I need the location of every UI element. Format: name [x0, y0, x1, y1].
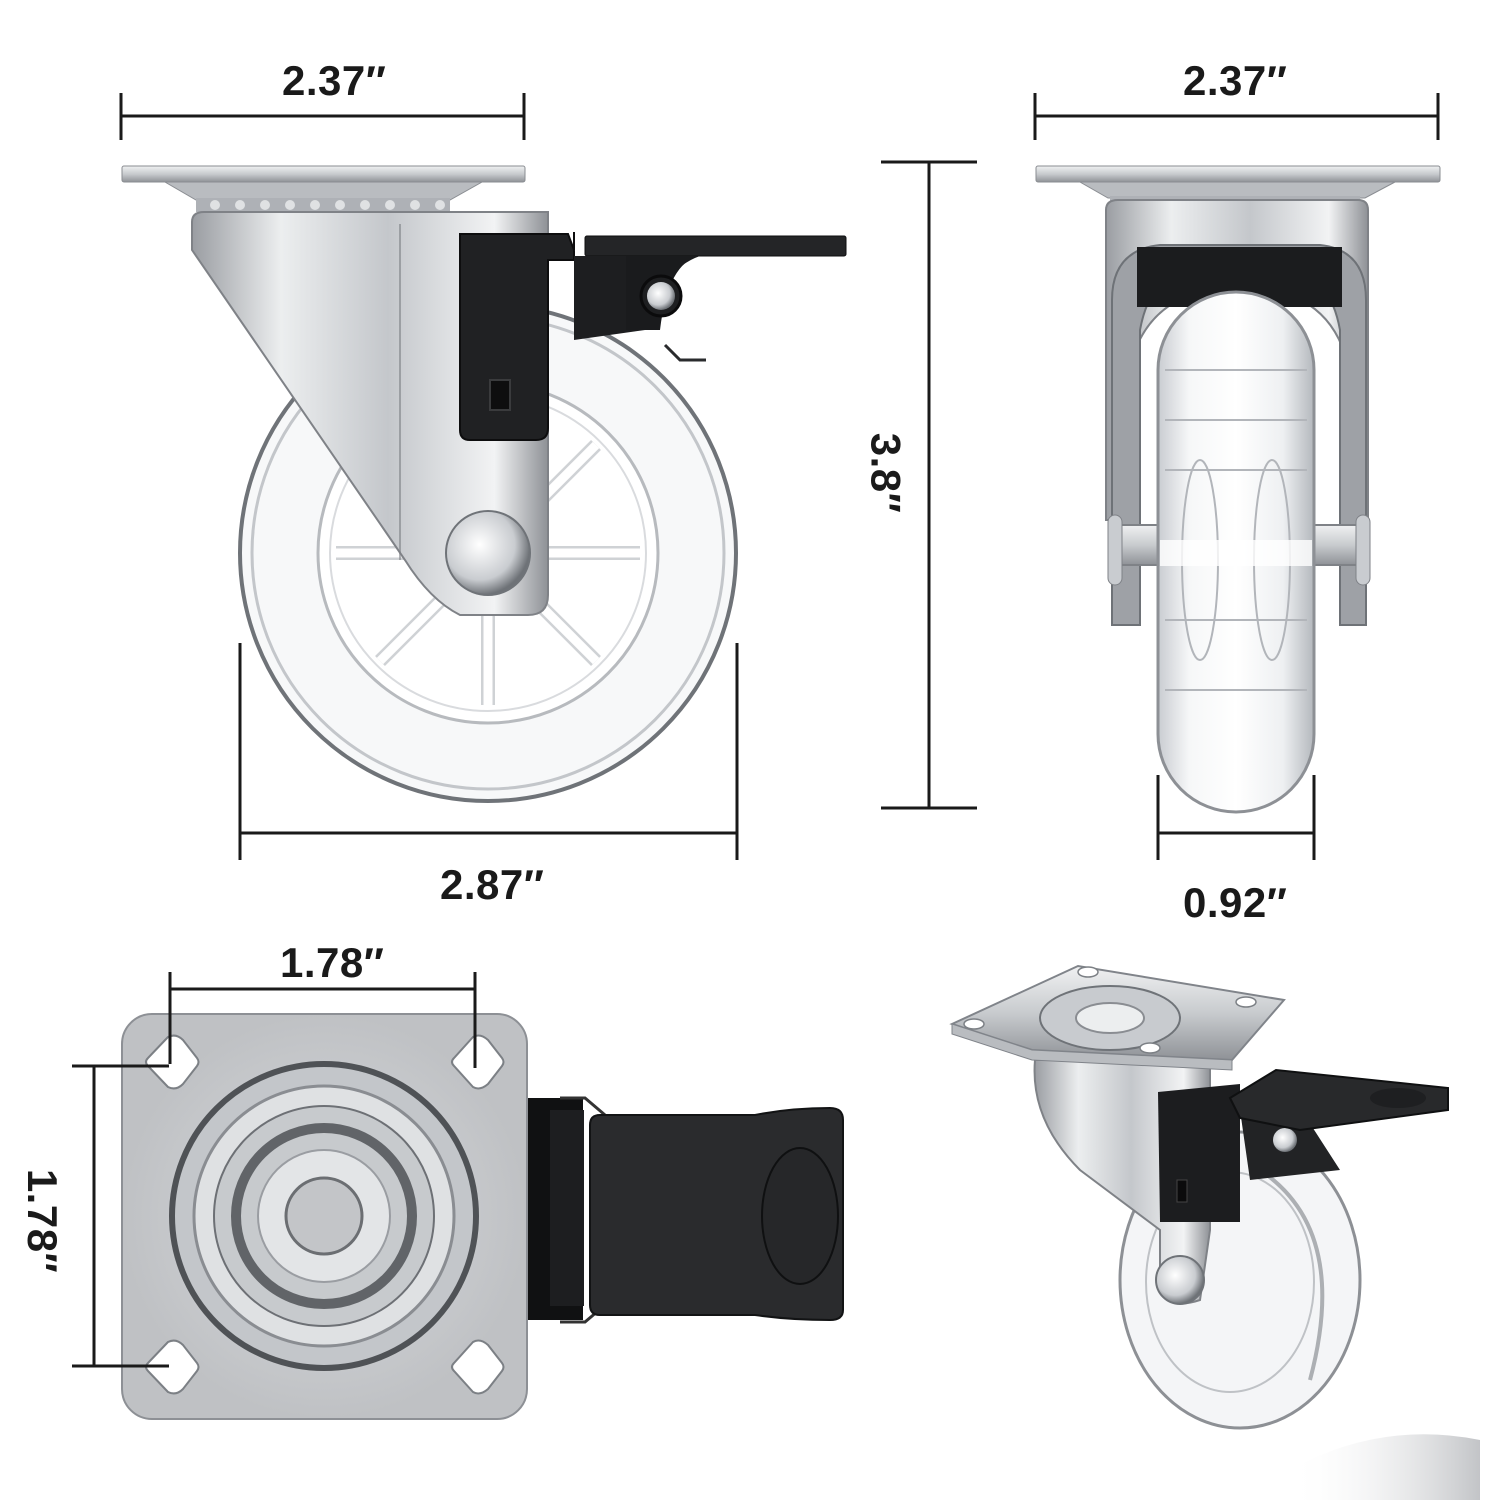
kingpin-rivet [284, 1176, 364, 1256]
top-view [72, 972, 844, 1420]
dimension-line-side-width [119, 93, 526, 140]
label-side-plate-width: 2.37″ [282, 57, 387, 104]
brake-pedal [584, 235, 847, 257]
label-front-plate-width: 2.37″ [1183, 57, 1288, 104]
mounting-plate [121, 165, 526, 183]
label-wheel-width: 0.92″ [1183, 879, 1288, 926]
front-view [1033, 93, 1441, 860]
label-wheel-diameter: 2.87″ [440, 861, 545, 908]
brake-pedal-perspective [1228, 1068, 1449, 1132]
dimension-line-wheel-diameter [238, 643, 739, 860]
perspective-view [949, 964, 1480, 1500]
axle-bolt [445, 510, 531, 596]
dimension-line-hole-vertical [72, 1064, 169, 1368]
label-hole-spacing-horizontal: 1.78″ [280, 939, 385, 986]
side-view [119, 93, 847, 803]
label-overall-height: 3.8″ [862, 432, 910, 514]
label-hole-spacing-vertical: 1.78″ [19, 1168, 67, 1274]
brake-housing [459, 232, 575, 441]
dimension-line-hole-horizontal [168, 972, 477, 1068]
mounting-holes [145, 1034, 505, 1395]
dimension-line-wheel-width [1156, 775, 1316, 860]
dimension-line-front-width [1033, 93, 1440, 140]
dimension-line-overall-height [881, 160, 977, 810]
